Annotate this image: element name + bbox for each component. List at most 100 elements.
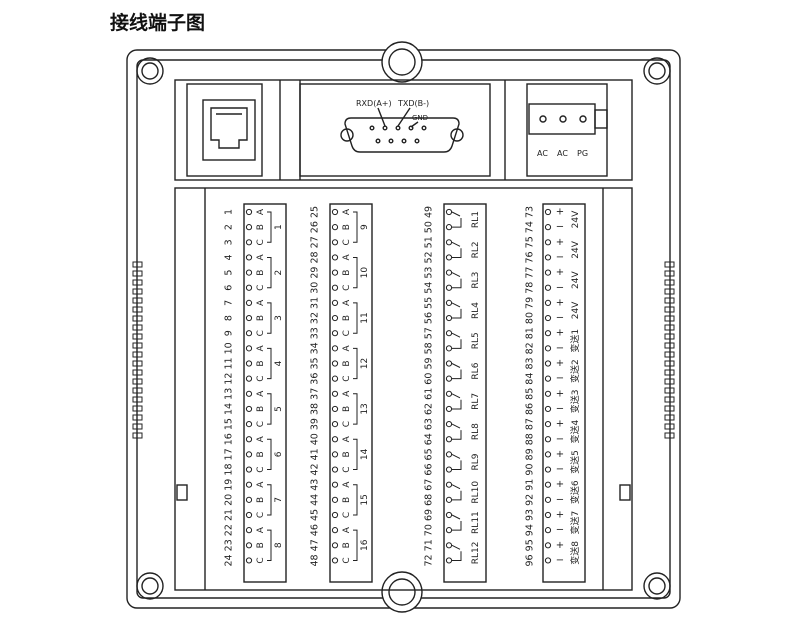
channel-label: 11	[360, 312, 370, 323]
vent-slot	[132, 306, 143, 313]
connector-band	[174, 79, 633, 181]
pin-letter: C	[256, 330, 266, 336]
terminal-hole	[544, 527, 552, 534]
channel-label: 2	[274, 270, 284, 276]
channel-label: 4	[274, 360, 284, 366]
terminal-number: 30	[310, 282, 321, 294]
vent-slot	[132, 342, 143, 349]
terminal-hole	[245, 345, 253, 352]
terminal-hole	[445, 496, 453, 503]
terminal-hole	[544, 208, 552, 216]
vent-slot	[132, 432, 143, 439]
terminal-number: 29	[310, 267, 321, 279]
terminal-hole	[245, 299, 253, 306]
terminal-hole	[245, 375, 253, 382]
vent-slot	[132, 387, 143, 394]
terminal-hole	[245, 511, 253, 519]
terminal-hole	[544, 224, 552, 231]
channel-bracket	[353, 393, 358, 425]
terminal-hole	[544, 345, 552, 352]
polarity-mark: −	[556, 555, 564, 566]
channel-label: 9	[360, 224, 370, 230]
channel-bracket	[353, 438, 358, 471]
vent-slot	[132, 405, 143, 412]
terminal-number: 68	[424, 494, 435, 506]
channel-bracket	[267, 438, 272, 471]
terminal-hole	[544, 451, 552, 458]
terminal-hole	[544, 299, 552, 306]
terminal-number: 28	[310, 251, 321, 263]
vent-slot	[132, 297, 143, 304]
terminal-hole	[445, 421, 453, 428]
terminal-hole	[331, 360, 339, 367]
terminal-number: 63	[424, 418, 435, 430]
terminal-number: 74	[525, 221, 536, 233]
terminal-hole	[331, 542, 339, 549]
terminal-hole	[544, 254, 552, 261]
terminal-number: 5	[224, 270, 235, 276]
terminal-hole	[331, 481, 339, 488]
terminal-hole	[245, 239, 253, 246]
terminal-hole	[245, 269, 253, 276]
terminal-hole	[445, 542, 453, 549]
terminal-hole	[445, 390, 453, 397]
terminal-number: 9	[224, 330, 235, 336]
pin-letter: C	[256, 512, 266, 518]
terminal-hole	[331, 451, 339, 458]
vent-slot	[664, 423, 675, 430]
terminal-number: 16	[224, 433, 235, 445]
pin-letter: B	[256, 360, 266, 366]
terminal-hole	[445, 330, 453, 337]
pin-letter: C	[256, 421, 266, 427]
terminal-hole	[544, 466, 552, 473]
pin-letter: C	[342, 285, 352, 291]
terminal-number: 66	[424, 464, 435, 476]
polarity-mark: −	[556, 434, 564, 445]
terminal-number: 76	[525, 251, 536, 263]
channel-label: 1	[274, 224, 284, 230]
terminal-hole	[544, 314, 552, 322]
output-label: 24V	[571, 240, 581, 258]
relay-label: RL1	[471, 211, 481, 228]
terminal-number: 18	[224, 464, 235, 476]
channel-bracket	[353, 484, 358, 516]
terminal-number: 15	[224, 418, 235, 430]
channel-label: 3	[274, 315, 284, 321]
terminal-hole	[331, 284, 339, 291]
top-notch	[381, 41, 423, 83]
terminal-hole	[544, 360, 552, 367]
terminal-number: 17	[224, 448, 235, 460]
terminal-number: 44	[310, 494, 321, 506]
terminal-hole	[445, 481, 453, 488]
pin-letter: A	[342, 299, 352, 306]
channel-bracket	[267, 302, 272, 334]
relay-label: RL3	[471, 272, 481, 289]
channel-label: 12	[360, 358, 370, 369]
terminal-hole	[445, 208, 453, 216]
terminal-number: 82	[525, 342, 536, 354]
polarity-mark: −	[556, 343, 564, 354]
terminal-hole	[544, 269, 552, 276]
terminal-hole	[331, 254, 339, 261]
pin-letter: B	[256, 497, 266, 503]
terminal-hole	[331, 208, 339, 216]
terminal-hole	[245, 527, 253, 534]
vent-slot	[664, 306, 675, 313]
pin-letter: C	[342, 512, 352, 518]
pin-letter: A	[256, 526, 266, 533]
pin-letter: A	[256, 481, 266, 488]
pin-letter: A	[256, 435, 266, 442]
polarity-mark: −	[556, 403, 564, 414]
polarity-mark: −	[556, 282, 564, 293]
terminal-hole	[245, 390, 253, 397]
group1-outline	[243, 203, 287, 583]
channel-label: 8	[274, 542, 284, 548]
channel-bracket	[353, 211, 358, 243]
terminal-number: 84	[525, 373, 536, 385]
terminal-number: 77	[525, 267, 536, 279]
polarity-mark: −	[556, 252, 564, 263]
terminal-number: 88	[525, 433, 536, 445]
terminal-hole	[544, 390, 552, 397]
pin-letter: B	[256, 451, 266, 457]
vent-slot	[132, 333, 143, 340]
